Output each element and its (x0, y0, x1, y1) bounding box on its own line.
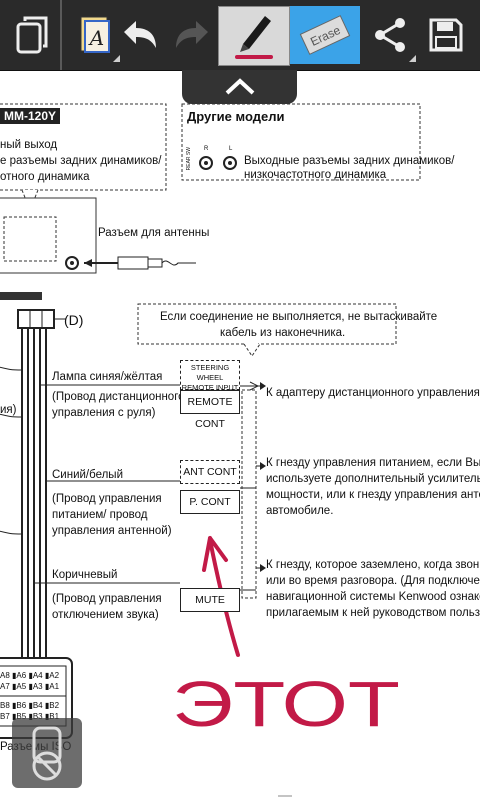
left-output-line-2: е разъемы задних динамиков/ (0, 155, 162, 167)
wire3-target-1: К гнезду, которое заземлено, когда звони… (266, 559, 480, 571)
left-cut-label: ия) (0, 404, 17, 416)
wire3-desc-1: (Провод управления (52, 593, 162, 605)
pin-label: A1 (49, 682, 60, 691)
eraser-button[interactable]: Erase (290, 6, 360, 64)
no-hand-icon (32, 726, 62, 781)
handwritten-annotation: ЭТОТ (172, 536, 400, 740)
pin-label: B4 (32, 701, 43, 710)
pin-label: B5 (16, 712, 27, 721)
document-page[interactable]: ЭТОТ MM-120Y ный выход е разъемы задних … (0, 70, 480, 800)
pin-row-a7: A7 ▮A5 ▮A3 ▮A1 (0, 682, 60, 691)
connector-label: (D) (64, 312, 84, 328)
undo-button[interactable] (112, 6, 168, 64)
pin-label: B7 (0, 712, 10, 721)
other-models-title: Другие модели (187, 109, 285, 124)
pin-label: A8 (0, 671, 10, 680)
pin-row-a8: A8 ▮A6 ▮A4 ▮A2 (0, 671, 60, 680)
save-icon (429, 18, 463, 52)
antenna-label: Разъем для антенны (98, 227, 210, 239)
rear-sw-label: REAR SW (186, 147, 192, 171)
redo-button[interactable] (164, 6, 220, 64)
wire3-target-4: прилагаемым к ней руководством пользоват… (266, 607, 480, 619)
pin-label: B1 (49, 712, 60, 721)
share-button[interactable] (362, 6, 418, 64)
wire3-name: Коричневый (52, 569, 118, 581)
pen-color-swatch (235, 55, 273, 59)
chevron-up-icon (225, 78, 254, 95)
wire3-target-2: или во время разговора. (Для подключения (266, 575, 480, 587)
wire2-target-1: К гнезду управления питанием, если Вы (266, 457, 480, 469)
wire1-desc-1: (Провод дистанционного (52, 391, 185, 403)
note-line-2: кабель из наконечника. (220, 327, 346, 339)
floating-hide-button[interactable] (12, 718, 82, 788)
wire2-desc-3: управления антенной) (52, 525, 172, 537)
rear-sw-l: L (229, 146, 233, 152)
pin-row-b8: B8 ▮B6 ▮B4 ▮B2 (0, 701, 60, 710)
iso-pin-block: A8 ▮A6 ▮A4 ▮A2 A7 ▮A5 ▮A3 ▮A1 B8 ▮B6 ▮B4… (0, 670, 59, 722)
p-cont-box: P. CONT (180, 490, 240, 514)
toolbar: A Erase (0, 0, 480, 71)
pages-icon (16, 16, 48, 54)
pin-label: B8 (0, 701, 10, 710)
wire2-desc-2: питанием/ провод (52, 509, 148, 521)
redo-icon (176, 21, 208, 48)
wire1-desc-2: управления с руля) (52, 407, 156, 419)
pin-label: A4 (32, 671, 43, 680)
left-output-line-1: ный выход (0, 139, 58, 151)
toolbar-pull-tab[interactable] (182, 70, 297, 104)
rca-jacks-icon (199, 156, 237, 170)
eraser-icon: Erase (299, 15, 351, 55)
svg-text:A: A (88, 26, 104, 50)
steering-wheel-box: STEERING WHEEL REMOTE INPUT (180, 360, 240, 392)
pen-icon (235, 16, 273, 59)
corner-indicator (113, 55, 120, 62)
save-button[interactable] (418, 6, 474, 64)
mute-box: MUTE (180, 588, 240, 612)
pin-label: A3 (32, 682, 43, 691)
pin-label: A5 (16, 682, 27, 691)
text-style-button[interactable]: A (66, 6, 122, 64)
left-output-line-3: отного динамика (0, 171, 90, 183)
pin-label: A6 (16, 671, 27, 680)
other-output-line-2: низкочастотного динамика (244, 169, 387, 181)
pin-label: A2 (49, 671, 60, 680)
corner-indicator (409, 55, 416, 62)
rear-sw-r: R (204, 146, 209, 152)
share-icon (375, 18, 405, 52)
wire3-desc-2: отключением звука) (52, 609, 159, 621)
pin-row-b7: B7 ▮B5 ▮B3 ▮B1 (0, 712, 60, 721)
wire1-target: К адаптеру дистанционного управления с р… (266, 387, 480, 399)
pin-label: B2 (49, 701, 60, 710)
wire2-desc-1: (Провод управления (52, 493, 162, 505)
ant-cont-box: ANT CONT (180, 460, 240, 484)
undo-icon (124, 21, 156, 48)
pin-label: B3 (32, 712, 43, 721)
wire3-target-3: навигационной системы Kenwood ознакомьте… (266, 591, 480, 603)
note-line-1: Если соединение не выполняется, не вытас… (160, 311, 438, 323)
wire1-name: Лампа синяя/жёлтая (52, 371, 163, 383)
text-style-icon: A (80, 16, 110, 53)
wire2-target-3: мощности, или к гнезду управления антенн… (266, 489, 480, 501)
model-label: MM-120Y (0, 108, 61, 124)
pen-button[interactable] (218, 6, 290, 66)
pin-label: B6 (16, 701, 27, 710)
wire2-name: Синий/белый (52, 469, 123, 481)
wire2-target-4: автомобиле. (266, 505, 334, 517)
pages-button[interactable] (4, 6, 60, 64)
handwritten-word: ЭТОТ (172, 668, 400, 740)
remote-cont-box: REMOTE CONT (180, 390, 240, 430)
toolbar-separator (60, 0, 62, 70)
pin-label: A7 (0, 682, 10, 691)
steering-line-1: STEERING WHEEL (190, 363, 230, 382)
wire2-target-2: используете дополнительный усилитель (266, 473, 480, 485)
steering-line-2: REMOTE INPUT (181, 383, 239, 392)
other-output-line-1: Выходные разъемы задних динамиков/ (244, 155, 455, 167)
wiring-diagram-lines (0, 103, 421, 797)
